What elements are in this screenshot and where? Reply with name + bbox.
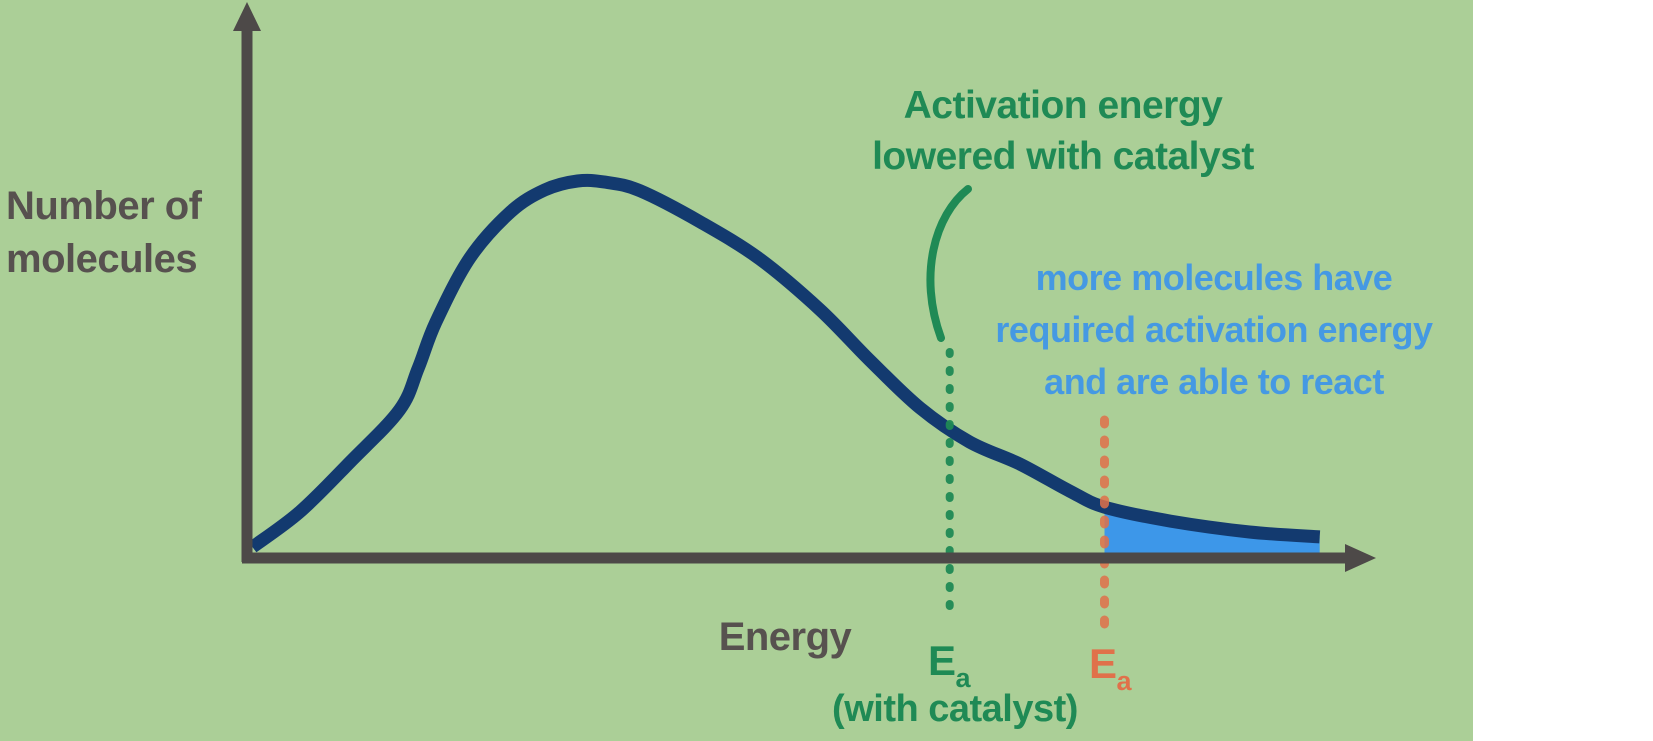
catalyst-annotation: Activation energy lowered with catalyst [858, 80, 1268, 183]
shaded-region-annotation: more molecules have required activation … [964, 252, 1464, 409]
x-axis-label: Energy [718, 615, 852, 659]
x-axis-arrowhead [1345, 544, 1376, 572]
ea-subscript: a [1116, 666, 1132, 696]
y-axis-label: Number of molecules [6, 180, 266, 286]
ea-e: E [1089, 640, 1117, 687]
catalyst-annotation-line2: lowered with catalyst [872, 135, 1254, 179]
boltzmann-curve [248, 173, 1321, 553]
catalyst-annotation-line1: Activation energy [903, 84, 1223, 127]
ea-with-catalyst-symbol: Ea [928, 640, 1008, 692]
ea-symbol: Ea [1089, 643, 1169, 695]
ea-with-catalyst-caption: (with catalyst) [832, 688, 1078, 730]
shaded-annotation-line2: required activation energy [995, 309, 1433, 351]
ea-catalyst-e: E [928, 637, 956, 684]
shaded-annotation-line3: and are able to react [1044, 361, 1384, 403]
ea-catalyst-subscript: a [955, 663, 971, 693]
y-axis-arrowhead [233, 2, 261, 31]
y-axis-label-line1: Number of [6, 184, 202, 228]
shaded-annotation-line1: more molecules have [1035, 257, 1393, 298]
annotation-pointer-arc [926, 185, 972, 342]
y-axis-label-line2: molecules [6, 236, 198, 281]
